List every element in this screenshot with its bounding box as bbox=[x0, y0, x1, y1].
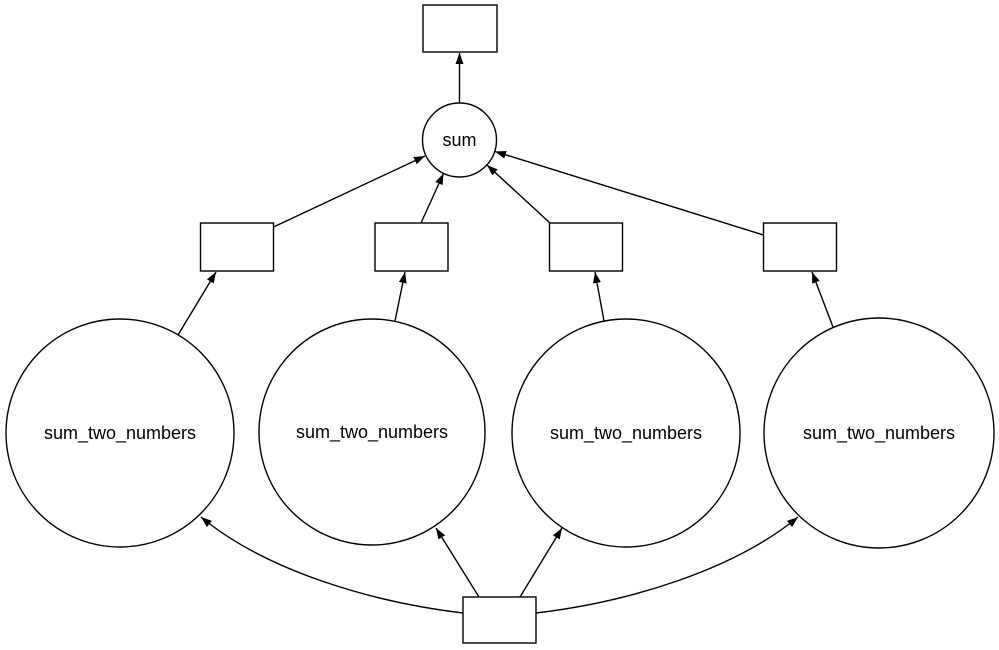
nodes-layer: sum sum_two_numbers sum_two_numbers sum_two… bbox=[5, 4, 995, 644]
data-box-3-node bbox=[548, 222, 624, 272]
edge-input-box-to-task-1 bbox=[200, 516, 464, 614]
task-1-label: sum_two_numbers bbox=[44, 423, 196, 444]
edge-input-box-to-task-2 bbox=[435, 527, 480, 598]
data-box-1-node bbox=[199, 222, 275, 272]
data-box-4-node bbox=[762, 222, 838, 272]
task-4-node bbox=[763, 317, 995, 549]
edge-data-box-1-to-sum-task bbox=[273, 155, 426, 228]
edge-data-box-2-to-sum-task bbox=[420, 173, 445, 224]
edge-task-4-to-data-box-4 bbox=[811, 271, 834, 328]
task-2-label: sum_two_numbers bbox=[296, 422, 448, 443]
edge-data-box-3-to-sum-task bbox=[486, 164, 551, 224]
task-2-node bbox=[258, 318, 486, 546]
edge-input-box-to-task-3 bbox=[519, 527, 563, 598]
edges-layer bbox=[177, 53, 834, 614]
input-box-node bbox=[462, 596, 537, 644]
edge-task-3-to-data-box-3 bbox=[593, 271, 605, 322]
edge-input-box-to-task-4 bbox=[535, 516, 799, 614]
edge-task-2-to-data-box-2 bbox=[394, 271, 407, 322]
task-1-node bbox=[5, 318, 235, 548]
edge-data-box-4-to-sum-task bbox=[494, 150, 764, 236]
data-box-2-node bbox=[374, 222, 449, 272]
sum-task-node bbox=[421, 102, 498, 178]
edge-task-1-to-data-box-1 bbox=[177, 271, 217, 336]
sum-task-label: sum bbox=[442, 130, 476, 150]
task-4-label: sum_two_numbers bbox=[803, 423, 955, 444]
task-3-node bbox=[511, 318, 741, 548]
output-box-node bbox=[422, 4, 498, 53]
task-3-label: sum_two_numbers bbox=[550, 423, 702, 444]
